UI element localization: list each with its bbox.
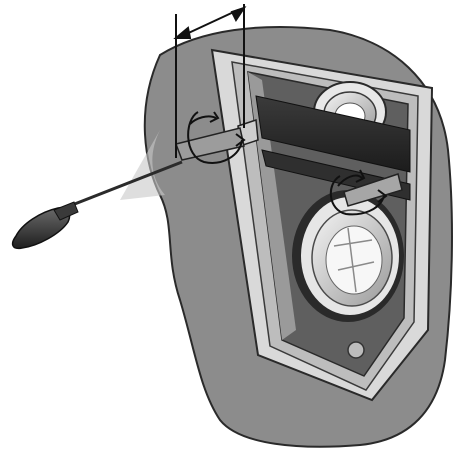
- dimension-arrow-icon: [173, 4, 247, 158]
- rotation-arrow-right-icon: [330, 169, 388, 216]
- rotation-arrow-icon: [187, 111, 246, 164]
- bolt-right: [343, 173, 403, 207]
- housing-side-panel: [248, 72, 296, 340]
- screwdriver-icon: [11, 160, 183, 250]
- lower-pipe-fitting: [292, 190, 404, 322]
- bottom-fitting: [347, 341, 365, 359]
- mounting-bar: [255, 95, 411, 173]
